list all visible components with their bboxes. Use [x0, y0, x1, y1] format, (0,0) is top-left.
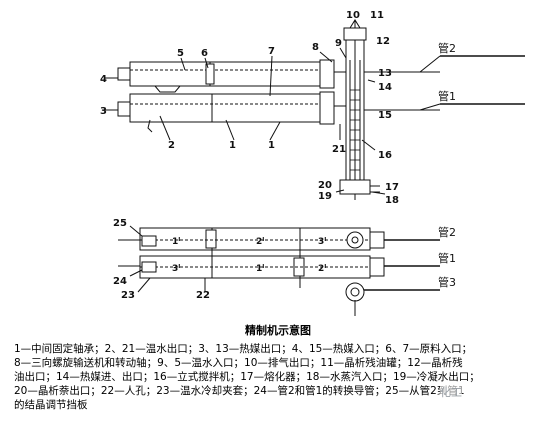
- tube-label-b2: 1ᴵ: [256, 264, 264, 274]
- legend-line: 20—晶析萘出口；22—人孔；23—温水冷却夹套；24—管2和管1的转换导管；2…: [14, 385, 465, 397]
- label-15: 15: [378, 110, 392, 121]
- legend-line: 油出口；14—热媒进、出口；16—立式搅拌机；17—熔化器；18—水蒸汽入口；1…: [14, 371, 480, 383]
- tube-label-a3: 3ᴵ: [318, 237, 326, 247]
- label-3: 3: [100, 106, 107, 117]
- bottom-view-drawing: [118, 225, 440, 316]
- legend-line: 的结晶调节挡板: [14, 399, 88, 411]
- label-4: 4: [100, 74, 107, 85]
- label-10: 10: [346, 10, 360, 21]
- label-pipe2: 管2: [438, 41, 456, 55]
- label-8: 8: [312, 42, 319, 53]
- label-12: 12: [376, 36, 390, 47]
- label-16: 16: [378, 150, 392, 161]
- label-23: 23: [121, 290, 135, 301]
- label-24: 24: [113, 276, 127, 287]
- label-25: 25: [113, 218, 127, 229]
- top-number-labels: 4 3 5 6 7 8 9 10 11 12 13 14 15 16 17 18…: [100, 10, 456, 206]
- tube-label-b1: 3ᴵ: [172, 264, 180, 274]
- gear-circle-bottom: [345, 282, 365, 302]
- legend-text: 1—中间固定轴承；2、21—温水出口；3、13—热媒出口；4、15—热媒入口；6…: [14, 342, 550, 412]
- label-17: 17: [385, 182, 399, 193]
- label-pipe3: 管3: [438, 275, 456, 289]
- watermark: 化工: [440, 384, 462, 400]
- label-14: 14: [378, 82, 392, 93]
- tube-label-a2: 2ᴵ: [256, 237, 264, 247]
- upper-tube: [129, 61, 321, 87]
- label-7: 7: [268, 46, 275, 57]
- label-9: 9: [335, 38, 342, 49]
- label-19: 19: [318, 191, 332, 202]
- label-13: 13: [378, 68, 392, 79]
- melter: [339, 179, 371, 195]
- label-6: 6: [201, 48, 208, 59]
- label-2: 2: [168, 140, 175, 151]
- lower-tube: [129, 93, 321, 123]
- label-1: 1: [229, 140, 236, 151]
- label-pipe2-bottom: 管2: [438, 225, 456, 239]
- label-22: 22: [196, 290, 210, 301]
- label-20: 20: [318, 180, 332, 191]
- bottom-number-labels: 25 24 23 22 1ᴵ 2ᴵ 3ᴵ 3ᴵ 1ᴵ 2ᴵ 管2 管1 管3: [113, 218, 456, 301]
- figure-caption: 精制机示意图: [245, 324, 311, 337]
- tube-label-b3: 2ᴵ: [318, 264, 326, 274]
- legend-line: 1—中间固定轴承；2、21—温水出口；3、13—热媒出口；4、15—热媒入口；6…: [14, 343, 473, 355]
- label-18: 18: [385, 195, 399, 206]
- top-view-drawing: [105, 19, 525, 200]
- label-pipe1-bottom: 管1: [438, 251, 456, 265]
- gear-circle-top: [346, 231, 364, 249]
- label-5: 5: [177, 48, 184, 59]
- label-21: 21: [332, 144, 346, 155]
- label-1b: 1: [268, 140, 275, 151]
- label-11: 11: [370, 10, 384, 21]
- legend-line: 8—三向螺旋输送机和转动轴；9、5—温水入口；10—排气出口；11—晶析残油罐；…: [14, 357, 463, 369]
- label-pipe1: 管1: [438, 89, 456, 103]
- tube-label-a1: 1ᴵ: [172, 237, 180, 247]
